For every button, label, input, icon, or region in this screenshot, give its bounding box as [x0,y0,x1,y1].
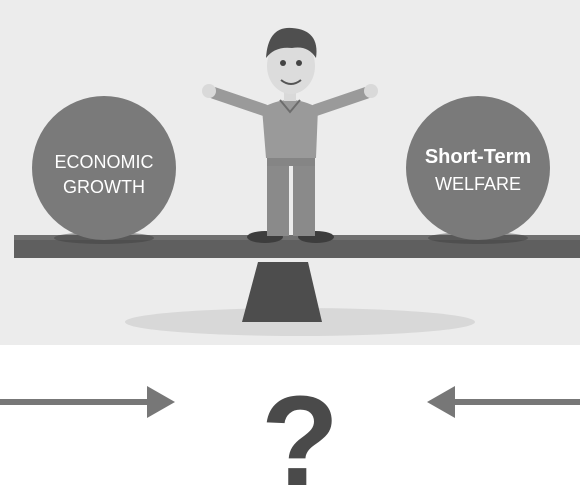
right-arrow-head [427,386,455,418]
short-term-welfare-ball [406,96,550,240]
right-arrow [427,386,580,418]
character-figure [202,27,378,243]
right-hand [364,84,378,98]
left-arm [208,87,270,116]
short-term-welfare-label-line2: WELFARE [435,174,521,194]
left-leg [267,158,289,236]
smile [280,79,302,85]
question-area [0,345,580,502]
hair [266,27,317,58]
fulcrum [242,262,322,322]
scale-beam [14,238,580,258]
collar [279,99,301,114]
left-arrow-head [147,386,175,418]
right-leg [293,158,315,236]
question-mark: ? [261,370,339,502]
short-term-welfare-label-line1: Short-Term [425,146,531,168]
economic-growth-label-line2: GROWTH [63,177,145,197]
left-arrow [0,386,175,418]
economic-growth-ball [32,96,176,240]
right-arm [310,87,372,116]
economic-growth-label-line1: ECONOMIC [55,152,154,172]
left-hand [202,84,216,98]
left-eye [280,60,286,66]
torso [262,100,318,158]
face [267,38,315,94]
right-eye [296,60,302,66]
scale-beam-top [14,235,580,240]
